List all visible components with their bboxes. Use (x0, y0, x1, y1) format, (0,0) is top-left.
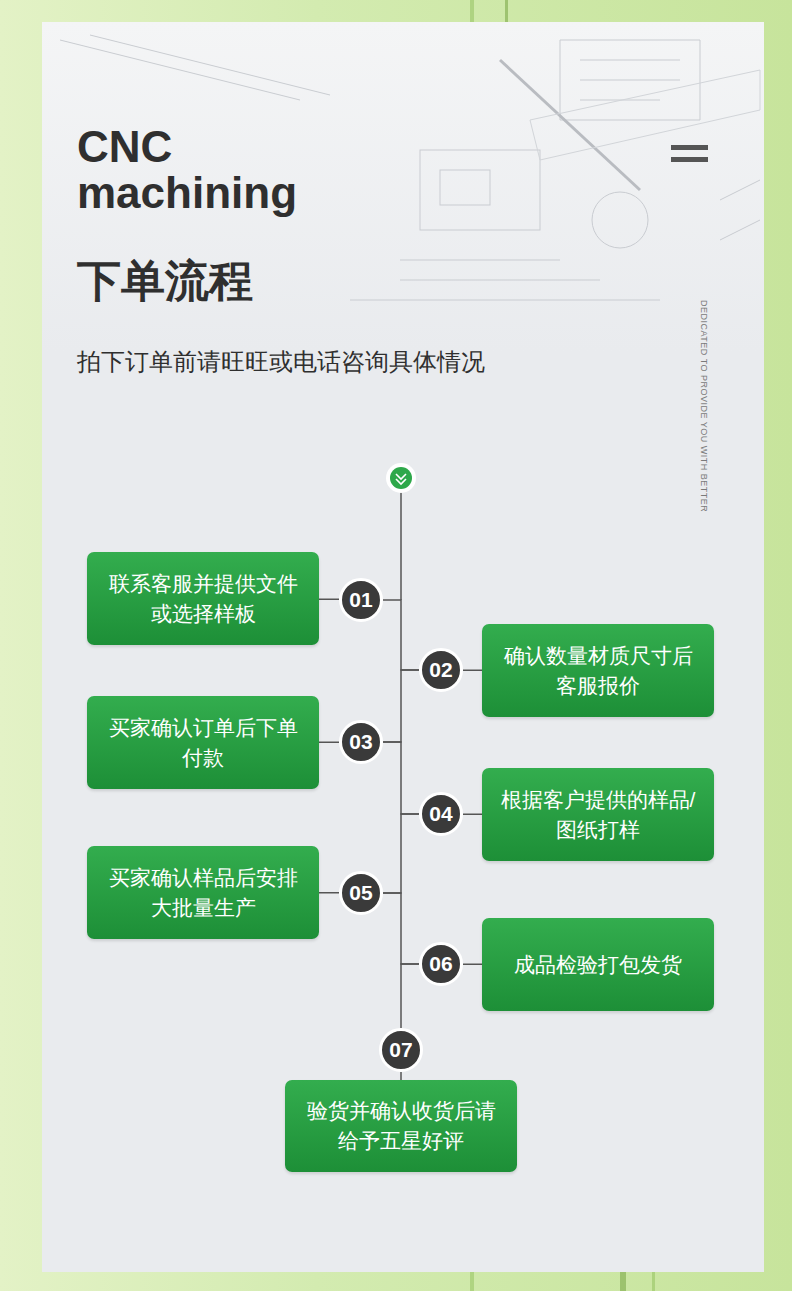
title: 下单流程 (77, 252, 253, 311)
connector (463, 814, 482, 816)
step-number-text: 06 (429, 952, 452, 976)
sketch-ground (42, 22, 764, 352)
panel (42, 22, 764, 1272)
connector (383, 814, 419, 893)
step-number-text: 02 (429, 658, 452, 682)
step-box: 成品检验打包发货 (482, 918, 714, 1011)
step-number-text: 05 (349, 881, 372, 905)
step-number: 04 (419, 792, 463, 836)
step-number-text: 03 (349, 730, 372, 754)
connector (383, 893, 419, 964)
step-number-text: 07 (389, 1038, 412, 1062)
step-number: 03 (339, 720, 383, 764)
chevron-badge (386, 463, 416, 493)
step-text: 确认数量材质尺寸后客服报价 (496, 641, 700, 701)
connector (400, 1072, 402, 1080)
connector (463, 670, 482, 672)
step-number: 01 (339, 578, 383, 622)
connector (383, 742, 419, 814)
subtitle: 拍下订单前请旺旺或电话咨询具体情况 (77, 346, 485, 378)
step-box: 买家确认订单后下单付款 (87, 696, 319, 789)
step-box: 联系客服并提供文件或选择样板 (87, 552, 319, 645)
step-box: 根据客户提供的样品/图纸打样 (482, 768, 714, 861)
connector (383, 600, 419, 670)
step-number: 07 (379, 1028, 423, 1072)
step-box: 验货并确认收货后请给予五星好评 (285, 1080, 517, 1172)
step-text: 验货并确认收货后请给予五星好评 (299, 1096, 503, 1156)
step-number: 02 (419, 648, 463, 692)
connector (383, 670, 419, 742)
step-number: 05 (339, 871, 383, 915)
heading-en: CNC machining (77, 124, 367, 216)
step-number-text: 04 (429, 802, 452, 826)
step-text: 联系客服并提供文件或选择样板 (101, 569, 305, 629)
vertical-slogan: DEDICATED TO PROVIDE YOU WITH BETTER (699, 300, 709, 512)
connector (319, 892, 339, 894)
step-text: 成品检验打包发货 (514, 950, 682, 980)
step-text: 根据客户提供的样品/图纸打样 (496, 785, 700, 845)
step-number-text: 01 (349, 588, 372, 612)
connector (463, 964, 482, 966)
menu-icon (671, 145, 708, 162)
step-box: 买家确认样品后安排大批量生产 (87, 846, 319, 939)
connector (319, 599, 339, 601)
connector (319, 742, 339, 744)
step-text: 买家确认样品后安排大批量生产 (101, 863, 305, 923)
step-text: 买家确认订单后下单付款 (101, 713, 305, 773)
spine-line (400, 490, 402, 600)
connector (401, 964, 419, 1028)
step-number: 06 (419, 942, 463, 986)
step-box: 确认数量材质尺寸后客服报价 (482, 624, 714, 717)
